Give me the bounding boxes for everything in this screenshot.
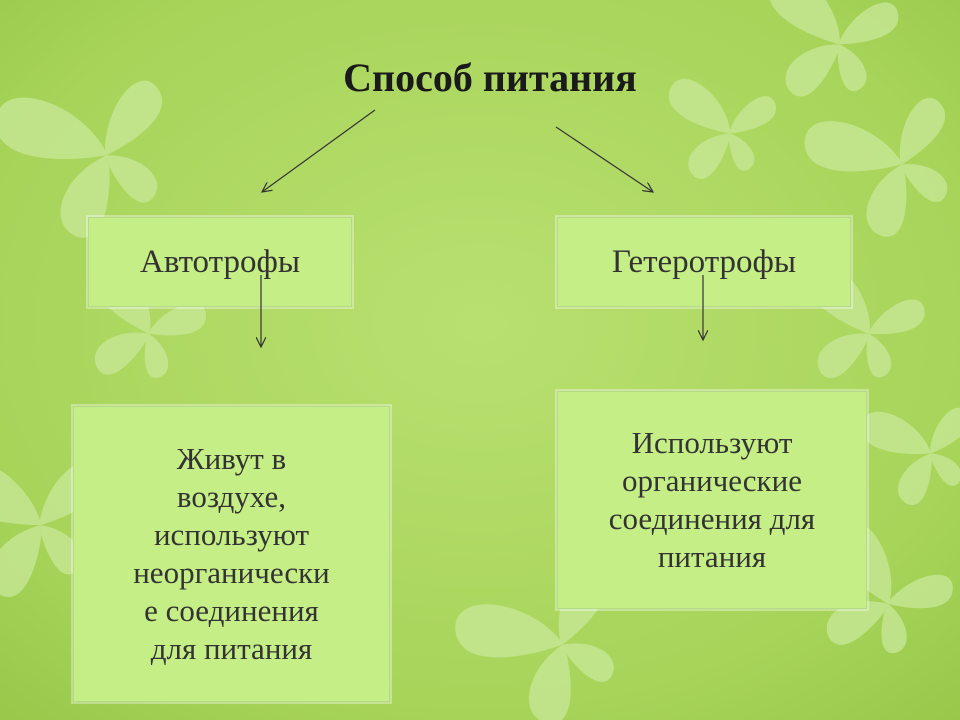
node-autotrophs-desc-label: Живут в воздухе, используют неорганическ…: [133, 441, 330, 666]
node-heterotrophs-desc: Используют органические соединения для п…: [557, 391, 867, 609]
node-heterotrophs-desc-label: Используют органические соединения для п…: [608, 425, 816, 574]
node-heterotrophs: Гетеротрофы: [557, 217, 851, 307]
node-autotrophs-label: Автотрофы: [139, 243, 301, 280]
diagram-title: Способ питания: [343, 55, 637, 100]
node-autotrophs-desc: Живут в воздухе, используют неорганическ…: [73, 406, 390, 702]
node-heterotrophs-label: Гетеротрофы: [611, 243, 797, 280]
node-autotrophs: Автотрофы: [88, 217, 352, 307]
